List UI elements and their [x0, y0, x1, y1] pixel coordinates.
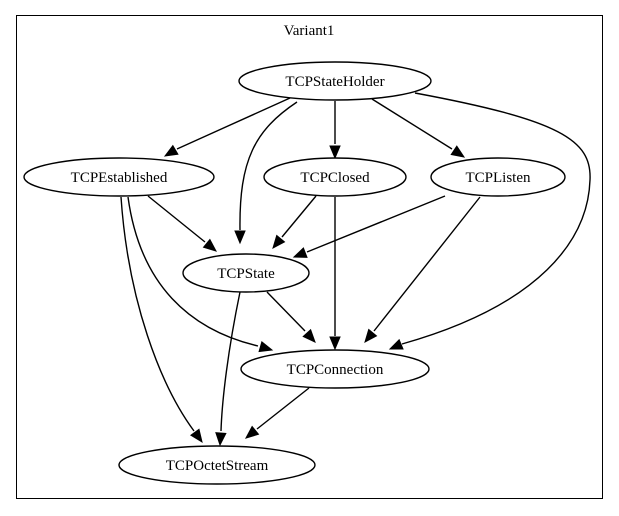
arrowhead-icon: [189, 428, 203, 444]
node-holder: TCPStateHolder: [238, 61, 432, 101]
edge-connection-to-octet: [244, 387, 310, 439]
edge-line: [120, 196, 195, 432]
edge-line: [147, 195, 206, 243]
node-octet: TCPOctetStream: [118, 445, 316, 485]
edge-line: [176, 97, 291, 150]
arrowhead-icon: [234, 230, 246, 245]
node-closed: TCPClosed: [263, 157, 407, 197]
edge-line: [401, 92, 591, 345]
edge-holder-to-established: [163, 97, 291, 157]
edge-line: [373, 196, 481, 332]
node-connection: TCPConnection: [240, 349, 430, 389]
node-state: TCPState: [182, 253, 310, 293]
node-label: TCPListen: [465, 170, 531, 186]
node-established: TCPEstablished: [23, 157, 215, 197]
node-ellipse: [430, 157, 566, 197]
arrowhead-icon: [272, 234, 286, 250]
node-label: TCPStateHolder: [285, 74, 384, 90]
node-ellipse: [263, 157, 407, 197]
edge-holder-to-closed: [329, 101, 341, 160]
node-label: TCPConnection: [287, 362, 384, 378]
arrowhead-icon: [163, 144, 179, 157]
edge-holder-to-listen: [371, 98, 466, 158]
node-ellipse: [238, 61, 432, 101]
edge-line: [239, 101, 298, 231]
edge-line: [306, 195, 446, 253]
arrowhead-icon: [388, 338, 404, 350]
arrowhead-icon: [450, 145, 466, 158]
edge-listen-to-state: [292, 195, 446, 258]
cluster-label: Variant1: [284, 23, 335, 39]
node-ellipse: [182, 253, 310, 293]
node-ellipse: [118, 445, 316, 485]
arrowhead-icon: [244, 425, 260, 439]
node-listen: TCPListen: [430, 157, 566, 197]
edge-established-to-connection: [127, 196, 274, 353]
arrowhead-icon: [302, 328, 316, 343]
edge-line: [371, 98, 453, 150]
node-label: TCPClosed: [300, 170, 370, 186]
node-label: TCPEstablished: [71, 170, 168, 186]
edge-line: [281, 195, 317, 238]
edge-state-to-octet: [215, 291, 241, 447]
edge-line: [256, 387, 310, 430]
edge-listen-to-connection: [364, 196, 481, 344]
edge-closed-to-state: [272, 195, 317, 250]
node-ellipse: [240, 349, 430, 389]
arrowhead-icon: [364, 328, 378, 344]
edges-layer: [120, 92, 591, 447]
node-ellipse: [23, 157, 215, 197]
edge-established-to-octet: [120, 196, 203, 444]
arrowhead-icon: [215, 432, 227, 447]
node-label: TCPState: [217, 266, 275, 282]
edge-established-to-state: [147, 195, 218, 252]
arrowhead-icon: [202, 238, 218, 252]
edge-holder-to-state: [234, 101, 298, 245]
arrowhead-icon: [329, 145, 341, 160]
arrowhead-icon: [258, 341, 274, 353]
edge-state-to-connection: [266, 291, 316, 343]
arrowhead-icon: [329, 336, 341, 351]
edge-line: [266, 291, 306, 332]
edge-closed-to-connection: [329, 197, 341, 351]
edge-holder-to-connection: [388, 92, 591, 350]
edge-line: [220, 291, 241, 432]
node-label: TCPOctetStream: [166, 458, 269, 474]
edge-line: [127, 196, 259, 347]
arrowhead-icon: [292, 247, 308, 258]
